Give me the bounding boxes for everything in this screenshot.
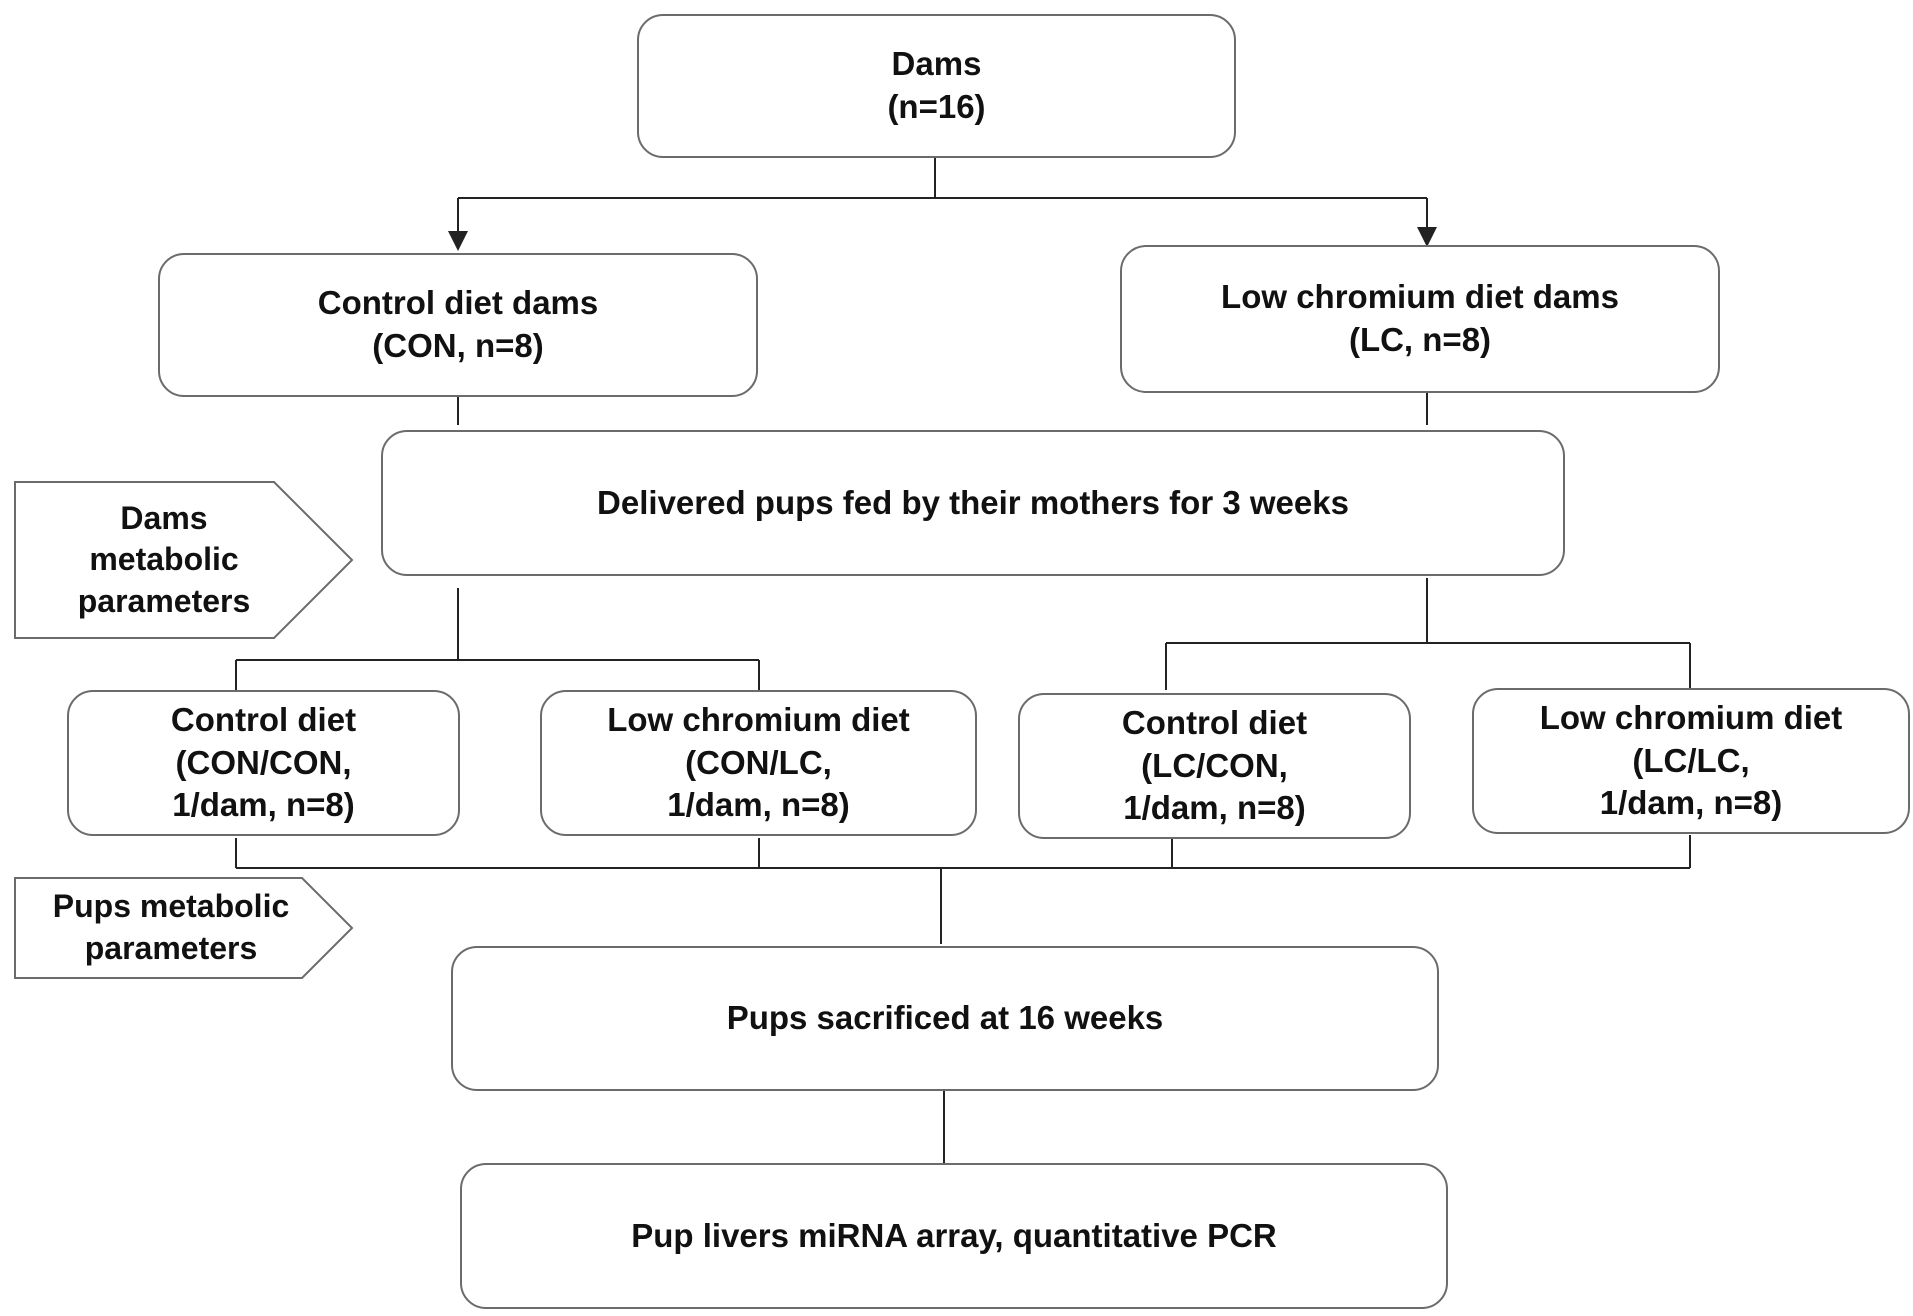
con-lc-title: Low chromium diet: [607, 700, 910, 738]
lc-dams-node: Low chromium diet dams (LC, n=8): [1120, 245, 1720, 393]
control-dams-count: (CON, n=8): [372, 327, 544, 364]
control-dams-title: Control diet dams: [317, 284, 599, 322]
con-con-count: 1/dam, n=8): [172, 786, 355, 824]
control-dams-node: Control diet dams (CON, n=8): [158, 253, 758, 397]
pups-metabolic-tag-shape: [14, 877, 354, 979]
dams-node-count: (n=16): [887, 88, 986, 125]
lc-lc-title: Low chromium diet: [1539, 698, 1843, 736]
con-con-group: (CON/CON,: [175, 743, 352, 781]
dams-metabolic-line2: metabolic: [89, 541, 239, 578]
lc-con-title: Control diet: [1121, 703, 1308, 741]
con-con-title: Control diet: [170, 700, 357, 738]
con-con-node: Control diet (CON/CON, 1/dam, n=8): [67, 690, 460, 836]
pups-metabolic-tag: Pups metabolic parameters: [14, 877, 354, 979]
dams-node-title: Dams: [891, 45, 982, 83]
pups-metabolic-line1: Pups metabolic: [52, 888, 290, 925]
con-lc-group: (CON/LC,: [685, 743, 832, 781]
lc-lc-count: 1/dam, n=8): [1599, 784, 1783, 822]
lc-dams-count: (LC, n=8): [1348, 321, 1492, 358]
pups-metabolic-line2: parameters: [84, 930, 258, 966]
dams-metabolic-tag: Dams metabolic parameters: [14, 481, 354, 639]
delivered-pups-node: Delivered pups fed by their mothers for …: [381, 430, 1565, 576]
delivered-pups-text: Delivered pups fed by their mothers for …: [597, 483, 1349, 521]
lc-con-count: 1/dam, n=8): [1123, 789, 1306, 827]
dams-metabolic-tag-shape: [14, 481, 354, 639]
lc-con-group: (LC/CON,: [1141, 746, 1288, 784]
sacrificed-node: Pups sacrificed at 16 weeks: [451, 946, 1439, 1091]
lc-dams-title: Low chromium diet dams: [1221, 278, 1619, 316]
lc-con-node: Control diet (LC/CON, 1/dam, n=8): [1018, 693, 1411, 839]
con-lc-node: Low chromium diet (CON/LC, 1/dam, n=8): [540, 690, 977, 836]
lc-lc-group: (LC/LC,: [1632, 741, 1750, 779]
lc-lc-node: Low chromium diet (LC/LC, 1/dam, n=8): [1472, 688, 1910, 834]
dams-metabolic-line3: parameters: [77, 582, 251, 619]
con-lc-count: 1/dam, n=8): [667, 786, 850, 824]
mirna-array-text: Pup livers miRNA array, quantitative PCR: [631, 1216, 1277, 1254]
sacrificed-text: Pups sacrificed at 16 weeks: [726, 999, 1164, 1037]
dams-metabolic-line1: Dams: [120, 499, 208, 536]
mirna-array-node: Pup livers miRNA array, quantitative PCR: [460, 1163, 1448, 1309]
dams-node: Dams (n=16): [637, 14, 1236, 158]
